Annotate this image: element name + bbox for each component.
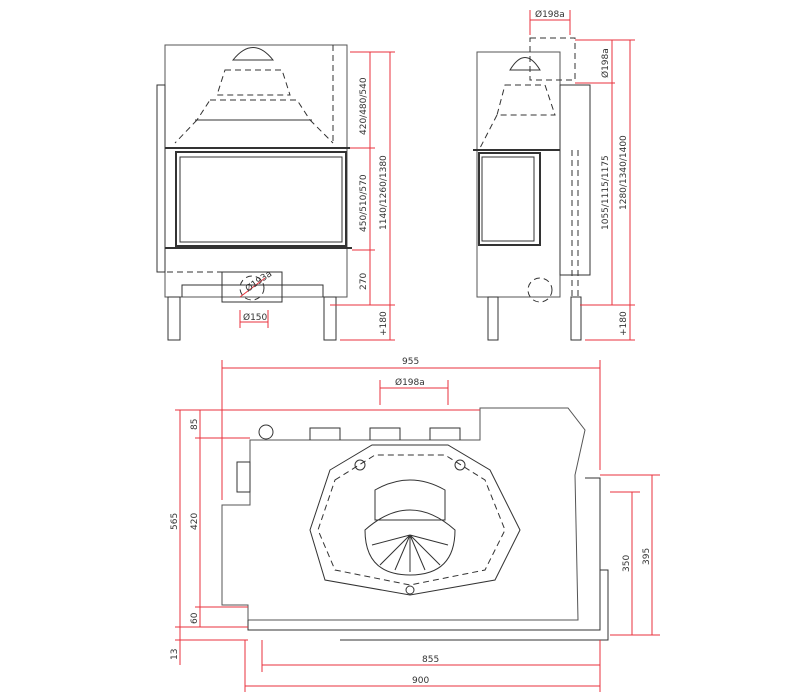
top-firebox-outline bbox=[309, 444, 521, 596]
side-legs bbox=[487, 296, 582, 341]
front-legs bbox=[167, 296, 337, 341]
side-hood-dome-icon bbox=[479, 57, 556, 149]
side-dim-legs: +180 bbox=[619, 311, 629, 336]
front-dimensions: 420/480/540 450/510/570 1140/1260/1380 2… bbox=[239, 51, 395, 341]
hood-dome-icon bbox=[174, 47, 334, 144]
side-dim-body: 1055/1115/1175 bbox=[601, 155, 611, 230]
top-body-outline bbox=[221, 407, 586, 621]
top-dim-front: 60 bbox=[190, 612, 200, 624]
front-dim-base: 270 bbox=[359, 273, 369, 290]
top-dim-glass: 13 bbox=[170, 649, 180, 660]
side-body-outline bbox=[476, 51, 561, 298]
top-bolt-icon bbox=[258, 424, 274, 440]
top-dimensions: 955 Ø198a 565 85 420 60 13 350 395 bbox=[170, 357, 660, 692]
side-dimensions: Ø198a Ø198a 1055/1115/1175 1280/1340/140… bbox=[529, 9, 635, 341]
rear-outlet-circle bbox=[239, 275, 265, 301]
side-dim-flue-diameter: Ø198a bbox=[600, 48, 611, 78]
top-dim-depth-total: 565 bbox=[170, 513, 180, 530]
top-burner-rays-icon bbox=[354, 459, 466, 595]
front-view: Ø193a 420/480/540 450/510/570 1140/1260/… bbox=[156, 44, 395, 341]
top-dim-width-inner: 855 bbox=[422, 655, 439, 665]
front-side-panel bbox=[156, 84, 166, 273]
side-glass-window bbox=[478, 152, 541, 246]
side-dim-top-diameter: Ø198a bbox=[535, 9, 565, 20]
side-rear-panel bbox=[559, 84, 591, 276]
front-glass-window bbox=[175, 151, 347, 247]
front-outlet-box bbox=[221, 271, 283, 303]
top-side-bracket bbox=[236, 461, 251, 493]
front-dim-legs: +180 bbox=[379, 311, 389, 336]
side-outlet-circle bbox=[527, 277, 553, 303]
side-view: Ø198a Ø198a 1055/1115/1175 1280/1340/140… bbox=[473, 9, 635, 341]
front-dim-outlet-diameter: Ø150 bbox=[243, 312, 268, 323]
front-body-outline bbox=[164, 44, 348, 298]
top-dim-width-outer: 900 bbox=[412, 676, 429, 686]
top-dim-side-inner: 350 bbox=[622, 555, 632, 572]
front-dim-total: 1140/1260/1380 bbox=[379, 155, 389, 230]
top-dim-width-total: 955 bbox=[402, 357, 419, 367]
top-dim-side-outer: 395 bbox=[642, 548, 652, 565]
top-view: 955 Ø198a 565 85 420 60 13 350 395 bbox=[170, 357, 660, 692]
front-dim-hood: 420/480/540 bbox=[359, 77, 369, 135]
top-dim-depth-mid: 420 bbox=[190, 513, 200, 530]
front-dim-window: 450/510/570 bbox=[359, 174, 369, 232]
top-dim-flue-diameter: Ø198a bbox=[395, 377, 425, 388]
top-dim-rear: 85 bbox=[190, 419, 200, 430]
side-dim-total: 1280/1340/1400 bbox=[619, 135, 629, 210]
top-flue-tabs bbox=[309, 427, 461, 440]
